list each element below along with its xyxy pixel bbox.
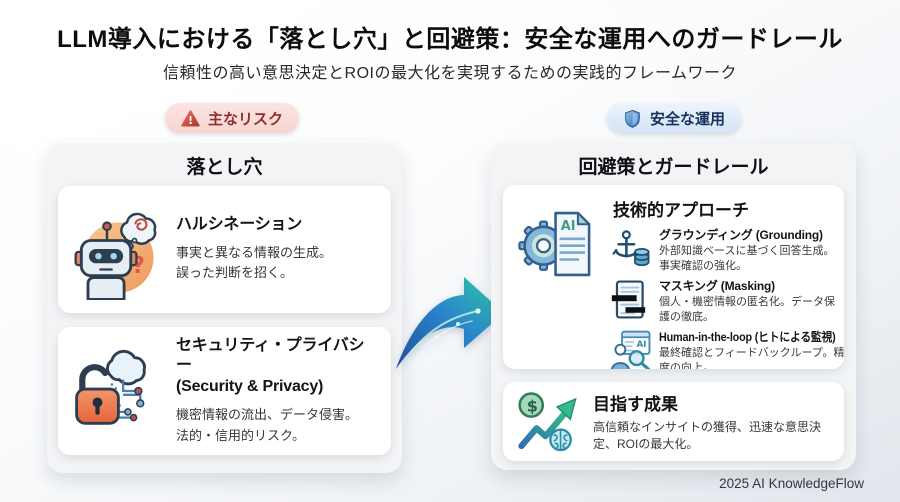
tech-item-body: 個人・機密情報の匿名化。データ保護の徹底。	[659, 296, 835, 323]
countermeasures-panel-title: 回避策とガードレール	[578, 157, 769, 178]
outcome-body: 高信頼なインサイトの獲得、迅速な意思決定、ROIの最大化。	[593, 419, 822, 451]
masked-document-icon	[611, 279, 652, 320]
svg-text:$: $	[527, 396, 538, 415]
tech-approach-title: 技術的アプローチ	[613, 201, 749, 220]
anchor-database-icon	[611, 228, 652, 269]
safe-badge-label: 安全な運用	[650, 110, 726, 128]
growth-outcome-icon: $	[517, 390, 581, 454]
tech-item-human-loop: AI Human-in-the-loop (ヒトによる監視) 最終確	[611, 330, 844, 369]
shield-icon	[623, 109, 642, 128]
risk-badge-label: 主なリスク	[208, 110, 284, 128]
tech-approach-card: AI 技術的アプローチ	[503, 185, 844, 369]
pitfall-card-body: 事実と異なる情報の生成。 誤った判断を招く。	[176, 244, 333, 281]
tech-item-title: マスキング (Masking)	[659, 279, 775, 294]
pitfall-card-title: セキュリティ・プライバシー (Security & Privacy)	[176, 336, 365, 396]
pitfalls-panel: 落とし穴 ?	[47, 143, 402, 473]
tech-item-body: 最終確認とフィードバックループ。精度の向上。	[659, 347, 844, 369]
tech-item-title: グラウンディング (Grounding)	[659, 228, 823, 242]
tech-item-grounding: グラウンディング (Grounding) 外部知識ベースに基づく回答生成。事実確…	[611, 228, 838, 273]
pitfall-card-title: ハルシネーション	[176, 215, 303, 233]
footer-credit: 2025 AI KnowledgeFlow	[719, 476, 864, 491]
security-lock-icon	[69, 341, 164, 441]
page-title: LLM導入における「落とし穴」と回避策：安全な運用へのガードレール	[57, 26, 843, 53]
robot-hallucination-icon: ?	[69, 200, 164, 300]
transform-arrow-icon	[392, 251, 508, 373]
page-subtitle: 信頼性の高い意思決定とROIの最大化を実現するための実践的フレームワーク	[163, 65, 737, 82]
svg-text:AI: AI	[561, 219, 576, 234]
human-review-icon: AI	[611, 330, 652, 369]
outcome-title: 目指す成果	[593, 394, 678, 414]
outcome-card: $ 目指す成果 高信頼なインサイトの獲得、迅速な意思決定、ROIの最大化。	[503, 382, 844, 461]
svg-text:AI: AI	[637, 340, 647, 350]
tech-item-title: Human-in-the-loop (ヒトによる監視)	[659, 330, 836, 345]
tech-item-masking: マスキング (Masking) 個人・機密情報の匿名化。データ保護の徹底。	[611, 279, 838, 324]
gear-ai-document-icon: AI	[513, 193, 605, 361]
warning-triangle-icon	[181, 109, 200, 128]
pitfalls-panel-title: 落とし穴	[186, 157, 263, 178]
pitfall-card-security: セキュリティ・プライバシー (Security & Privacy) 機密情報の…	[58, 327, 391, 455]
risk-badge: 主なリスク	[165, 103, 300, 133]
countermeasures-panel: 回避策とガードレール	[491, 143, 856, 470]
tech-item-body: 外部知識ベースに基づく回答生成。事実確認の強化。	[659, 245, 835, 272]
pitfall-card-hallucination: ? ハルシネーション 事実と異なる情報の生成。 誤った判断を招く。	[58, 186, 391, 313]
safe-badge: 安全な運用	[607, 103, 742, 133]
pitfall-card-body: 機密情報の流出、データ侵害。 法的・信用的リスク。	[176, 406, 359, 443]
